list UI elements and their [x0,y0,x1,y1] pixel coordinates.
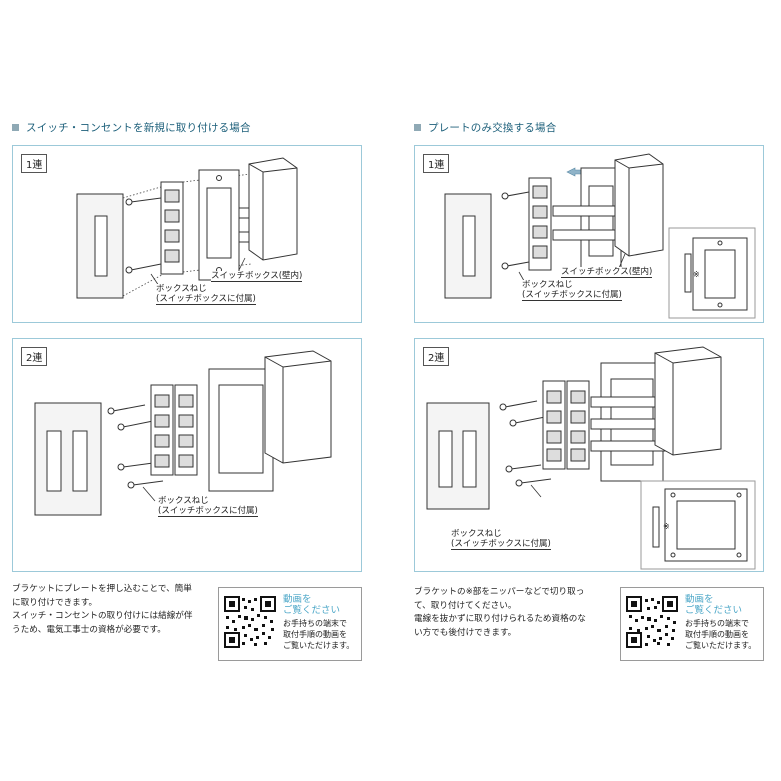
qr-description: お手持ちの端末で 取付手順の動画を ご覧いただけます。 [283,618,354,651]
qr-title: 動画を ご覧ください [283,594,340,616]
note-line: スイッチ・コンセントの取り付けには結線が伴 [12,611,193,621]
switch-box-label: スイッチボックス(壁内) [211,271,303,282]
box-screw-sublabel: (スイッチボックスに付属) [451,539,551,550]
box-screw-label: ボックスねじ [158,496,209,506]
right-panel-2ren: 2連 [414,338,764,572]
left-section-title-text: スイッチ・コンセントを新規に取り付ける場合 [26,122,251,134]
qr-title-line: 動画を [283,594,312,605]
single-gang-replace-diagram [444,153,756,319]
box-screw-label: ボックスねじ [156,284,207,294]
cut-mark: ※ [693,270,700,279]
left-note: ブラケットにプレートを押し込むことで、簡単 に取り付けできます。 スイッチ・コン… [12,583,217,637]
box-screw-label: ボックスねじ [451,529,502,539]
note-line: い方でも後付けできます。 [414,627,517,638]
qr-desc-line: 取付手順の動画を [283,630,347,639]
qr-title: 動画を ご覧ください [685,594,742,616]
qr-description: お手持ちの端末で 取付手順の動画を ご覧いただけます。 [685,618,756,651]
ren-label: 1連 [423,154,450,173]
box-screw-sublabel: (スイッチボックスに付属) [158,506,258,517]
right-panel-1ren: 1連 [414,145,764,323]
cut-mark: ※ [663,522,670,531]
left-qr-box: 動画を ご覧ください お手持ちの端末で 取付手順の動画を ご覧いただけます。 [218,587,362,661]
note-line: うため、電気工事士の資格が必要です。 [12,624,166,635]
square-bullet-icon [414,124,421,131]
box-screw-label: ボックスねじ [522,280,573,290]
note-line: に取り付けできます。 [12,597,98,608]
left-panel-1ren: 1連 [12,145,362,323]
qr-desc-line: ご覧いただけます。 [685,641,757,650]
double-gang-replace-diagram [426,346,756,570]
right-section-title: プレートのみ交換する場合 [414,120,556,135]
single-gang-exploded-diagram [76,157,298,299]
note-line: 電線を抜かずに取り付けられるため資格のな [414,614,586,624]
qr-desc-line: お手持ちの端末で [685,619,749,628]
right-section-title-text: プレートのみ交換する場合 [428,122,557,134]
square-bullet-icon [12,124,19,131]
qr-title-line: ご覧ください [283,605,341,616]
box-screw-sublabel: (スイッチボックスに付属) [522,290,622,301]
ren-label: 2連 [21,347,48,366]
note-line: ブラケットの※部をニッパーなどで切り取っ [414,587,585,597]
right-note: ブラケットの※部をニッパーなどで切り取っ て、取り付けてください。 電線を抜かず… [414,586,619,640]
note-line: ブラケットにプレートを押し込むことで、簡単 [12,584,192,594]
qr-title-line: 動画を [685,594,714,605]
qr-desc-line: 取付手順の動画を [685,630,749,639]
double-gang-exploded-diagram [34,350,332,516]
left-section-title: スイッチ・コンセントを新規に取り付ける場合 [12,120,251,135]
box-screw-sublabel: (スイッチボックスに付属) [156,294,256,305]
note-line: て、取り付けてください。 [414,600,517,611]
qr-desc-line: ご覧いただけます。 [283,641,355,650]
left-panel-2ren: 2連 [12,338,362,572]
qr-code-icon[interactable] [224,596,276,648]
qr-desc-line: お手持ちの端末で [283,619,347,628]
ren-label: 2連 [423,347,450,366]
ren-label: 1連 [21,154,48,173]
qr-code-icon[interactable] [626,596,678,648]
right-qr-box: 動画を ご覧ください お手持ちの端末で 取付手順の動画を ご覧いただけます。 [620,587,764,661]
switch-box-label: スイッチボックス(壁内) [561,267,653,278]
qr-title-line: ご覧ください [685,605,743,616]
